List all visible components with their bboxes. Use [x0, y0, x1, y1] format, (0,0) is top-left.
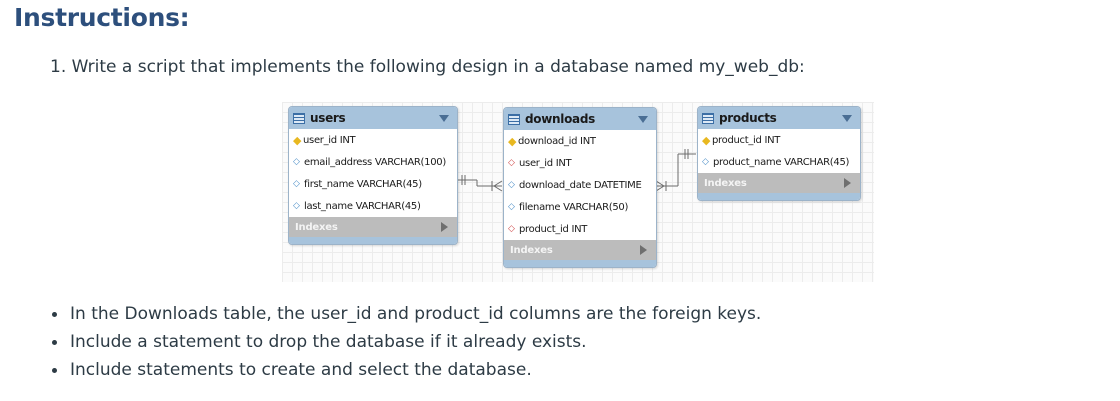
column-diamond-icon: ◇	[508, 180, 515, 190]
collapse-arrow-icon[interactable]	[842, 115, 852, 122]
column-diamond-icon: ◇	[293, 179, 300, 189]
foreign-key-diamond-icon: ◇	[508, 224, 515, 234]
collapse-arrow-icon[interactable]	[439, 115, 449, 122]
users-downloads-relationship	[457, 175, 503, 192]
relationship-lines	[457, 149, 696, 192]
downloads-column-download-date: ◇download_date DATETIME	[508, 179, 642, 191]
downloads-table-header[interactable]: downloads	[504, 108, 656, 130]
primary-key-icon: ◆	[508, 134, 517, 148]
list-item: In the Downloads table, the user_id and …	[52, 302, 761, 330]
table-icon	[508, 113, 520, 125]
table-footer	[698, 193, 860, 200]
products-indexes-row[interactable]: Indexes	[698, 173, 860, 193]
users-column-user-id: ◆user_id INT	[293, 133, 356, 147]
users-column-email-address: ◇email_address VARCHAR(100)	[293, 156, 446, 168]
users-table[interactable]: users ◆user_id INT ◇email_address VARCHA…	[288, 106, 458, 245]
list-item: Include statements to create and select …	[52, 358, 761, 386]
column-diamond-icon: ◇	[508, 202, 515, 212]
page-heading: Instructions:	[14, 3, 190, 32]
expand-arrow-icon[interactable]	[640, 245, 647, 255]
column-diamond-icon: ◇	[702, 157, 709, 167]
downloads-column-product-id: ◇product_id INT	[508, 223, 588, 235]
column-diamond-icon: ◇	[293, 201, 300, 211]
er-diagram: users ◆user_id INT ◇email_address VARCHA…	[282, 102, 874, 282]
bullet-icon	[52, 368, 57, 373]
users-indexes-row[interactable]: Indexes	[289, 217, 457, 237]
foreign-key-diamond-icon: ◇	[508, 158, 515, 168]
step-1-instruction: 1. Write a script that implements the fo…	[50, 57, 805, 77]
users-column-last-name: ◇last_name VARCHAR(45)	[293, 200, 421, 212]
users-table-title: users	[310, 111, 346, 125]
products-table-header[interactable]: products	[698, 107, 860, 129]
collapse-arrow-icon[interactable]	[638, 116, 648, 123]
products-table[interactable]: products ◆product_id INT ◇product_name V…	[697, 106, 861, 201]
column-diamond-icon: ◇	[293, 157, 300, 167]
products-column-product-name: ◇product_name VARCHAR(45)	[702, 156, 850, 168]
requirements-list: In the Downloads table, the user_id and …	[52, 302, 761, 386]
primary-key-icon: ◆	[702, 133, 711, 147]
products-table-title: products	[719, 111, 777, 125]
bullet-icon	[52, 340, 57, 345]
table-icon	[702, 112, 714, 124]
downloads-table-title: downloads	[525, 112, 595, 126]
products-downloads-relationship	[655, 149, 696, 192]
downloads-indexes-row[interactable]: Indexes	[504, 240, 656, 260]
table-footer	[504, 260, 656, 267]
primary-key-icon: ◆	[293, 133, 302, 147]
downloads-column-filename: ◇filename VARCHAR(50)	[508, 201, 629, 213]
products-column-product-id: ◆product_id INT	[702, 133, 781, 147]
table-icon	[293, 112, 305, 124]
list-item: Include a statement to drop the database…	[52, 330, 761, 358]
users-column-first-name: ◇first_name VARCHAR(45)	[293, 178, 422, 190]
downloads-column-download-id: ◆download_id INT	[508, 134, 596, 148]
expand-arrow-icon[interactable]	[844, 178, 851, 188]
users-table-header[interactable]: users	[289, 107, 457, 129]
bullet-icon	[52, 312, 57, 317]
expand-arrow-icon[interactable]	[441, 222, 448, 232]
downloads-column-user-id: ◇user_id INT	[508, 157, 572, 169]
table-footer	[289, 237, 457, 244]
downloads-table[interactable]: downloads ◆download_id INT ◇user_id INT …	[503, 107, 657, 268]
